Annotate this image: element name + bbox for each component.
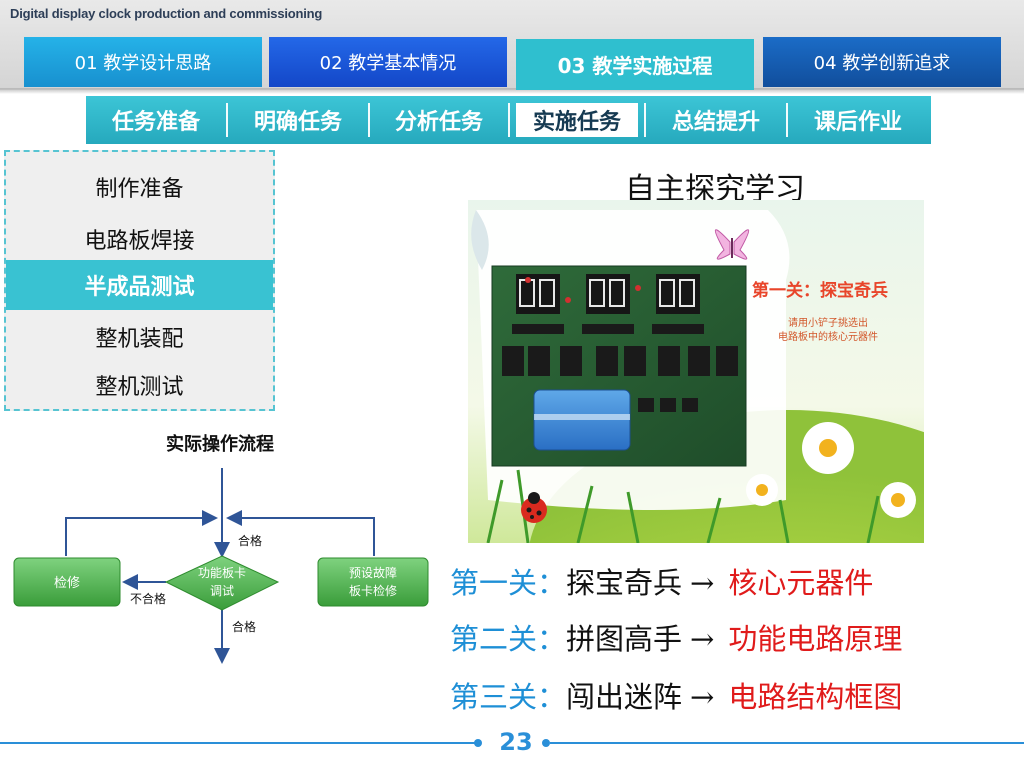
banner-text: 第一关：探宝奇兵 bbox=[752, 280, 888, 301]
step-soldering[interactable]: 电路板焊接 bbox=[84, 229, 195, 254]
daisy-icon bbox=[746, 422, 916, 518]
step-final-test[interactable]: 整机测试 bbox=[95, 375, 184, 400]
document-title: Digital display clock production and com… bbox=[10, 6, 323, 21]
footer-dot-left bbox=[474, 739, 482, 747]
subnav-summary[interactable]: 总结提升 bbox=[671, 110, 760, 135]
step-semi-finished-test[interactable]: 半成品测试 bbox=[6, 260, 273, 310]
subnav-divider bbox=[508, 103, 510, 137]
tab-teaching-implementation[interactable]: 03 教学实施过程 bbox=[516, 39, 754, 90]
page-number: 23 bbox=[499, 728, 533, 756]
tab-teaching-basics[interactable]: 02 教学基本情况 bbox=[269, 37, 507, 87]
decision-label-line1: 功能板卡 bbox=[198, 566, 246, 580]
footer-line-left bbox=[0, 742, 480, 744]
decision-diamond bbox=[164, 555, 280, 611]
subnav-divider bbox=[786, 103, 788, 137]
subnav-divider bbox=[226, 103, 228, 137]
repair-box bbox=[13, 557, 121, 607]
level-one-task: 探宝奇兵 bbox=[566, 566, 683, 600]
hint-line1: 请用小铲子挑选出 bbox=[788, 316, 868, 329]
fail-label: 不合格 bbox=[130, 591, 166, 606]
subnav-define-task[interactable]: 明确任务 bbox=[253, 110, 342, 135]
level-two-task: 拼图高手 bbox=[566, 622, 683, 656]
sub-navigation: 任务准备 明确任务 分析任务 实施任务 总结提升 课后作业 bbox=[86, 96, 931, 144]
tab-teaching-design[interactable]: 01 教学设计思路 bbox=[24, 37, 262, 87]
decision-label-line2: 调试 bbox=[210, 583, 234, 598]
footer-dot-right bbox=[542, 739, 550, 747]
footer-line-right bbox=[550, 742, 1024, 744]
repair-label: 检修 bbox=[54, 576, 80, 591]
steps-panel: 制作准备 电路板焊接 半成品测试 整机装配 整机测试 bbox=[4, 150, 275, 411]
tab-teaching-innovation[interactable]: 04 教学创新追求 bbox=[763, 37, 1001, 87]
pass-label-top: 合格 bbox=[238, 533, 262, 548]
level-two-name: 第二关： bbox=[450, 622, 567, 656]
preset-fault-box bbox=[317, 557, 429, 607]
level-two-goal: 功能电路原理 bbox=[728, 622, 903, 656]
level-three-task: 闯出迷阵 bbox=[566, 680, 683, 714]
step-assembly[interactable]: 整机装配 bbox=[95, 327, 184, 352]
subnav-analyze-task[interactable]: 分析任务 bbox=[394, 110, 483, 135]
preset-label-line2: 板卡检修 bbox=[349, 583, 397, 598]
header-shadow bbox=[0, 88, 1024, 94]
butterfly-icon bbox=[714, 229, 750, 260]
level-one: 第一关：探宝奇兵→ 核心元器件 bbox=[450, 560, 873, 602]
subnav-divider bbox=[368, 103, 370, 137]
operation-flowchart: 检修 功能板卡 调试 预设故障 板卡检修 合格 不合格 合格 bbox=[13, 468, 429, 664]
step-preparation[interactable]: 制作准备 bbox=[95, 177, 184, 202]
level-two: 第二关：拼图高手→ 功能电路原理 bbox=[450, 616, 902, 658]
right-arrow-icon: → bbox=[690, 622, 715, 656]
pass-label-bottom: 合格 bbox=[232, 619, 256, 634]
hint-line2: 电路板中的核心元器件 bbox=[778, 330, 878, 343]
circuit-board-illustration: 第一关：探宝奇兵 请用小铲子挑选出 电路板中的核心元器件 bbox=[468, 200, 924, 543]
flowchart-title: 实际操作流程 bbox=[166, 434, 274, 455]
level-one-name: 第一关： bbox=[450, 566, 567, 600]
level-one-goal: 核心元器件 bbox=[728, 566, 874, 600]
right-arrow-icon: → bbox=[690, 680, 715, 714]
level-three: 第三关：闯出迷阵→ 电路结构框图 bbox=[450, 674, 902, 716]
subnav-homework[interactable]: 课后作业 bbox=[813, 110, 902, 135]
right-arrow-icon: → bbox=[690, 566, 715, 600]
level-three-name: 第三关： bbox=[450, 680, 567, 714]
subnav-implement-task[interactable]: 实施任务 bbox=[516, 103, 638, 137]
level-three-goal: 电路结构框图 bbox=[728, 680, 903, 714]
ladybug-icon bbox=[521, 492, 547, 523]
flow-preset-loop bbox=[226, 510, 375, 556]
preset-label-line1: 预设故障 bbox=[349, 565, 397, 580]
subnav-task-preparation[interactable]: 任务准备 bbox=[111, 110, 200, 135]
flow-repair-loop bbox=[65, 510, 218, 556]
subnav-divider bbox=[644, 103, 646, 137]
